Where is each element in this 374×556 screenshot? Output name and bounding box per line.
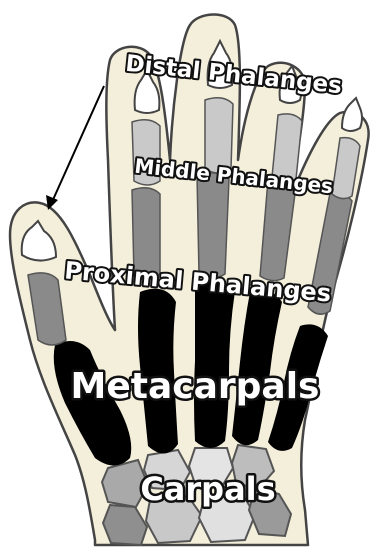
pointer-arrow [46,86,104,210]
distal-bone [342,98,362,131]
label-carpals: Carpals [140,470,275,508]
proximal-bone [197,173,229,278]
label-metacarpals: Metacarpals [71,366,320,407]
